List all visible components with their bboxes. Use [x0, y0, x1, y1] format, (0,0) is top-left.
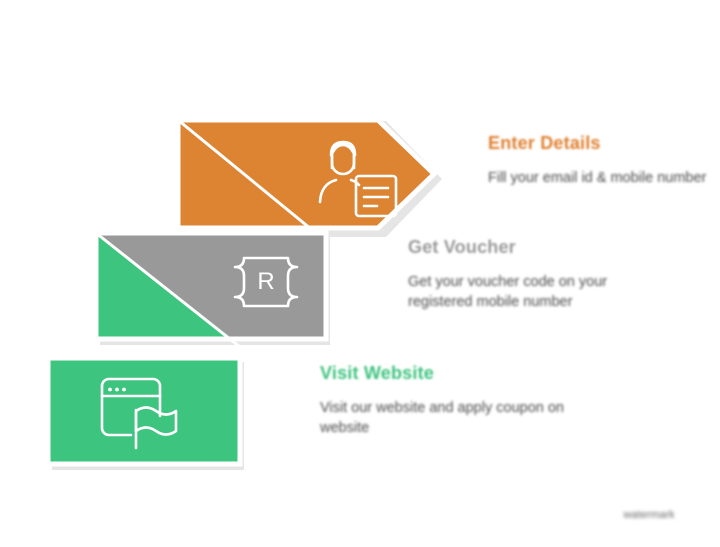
step-2-diagonal	[95, 231, 241, 349]
step-1-heading: Enter Details	[488, 133, 601, 153]
step-1-body	[178, 120, 434, 228]
voucher-letter: R	[257, 268, 274, 295]
step-2-text-block: Get Voucher Get your voucher code on you…	[408, 237, 648, 313]
step-1-shape[interactable]	[170, 112, 442, 240]
step-2-body-text: Get your voucher code on your registered…	[408, 273, 608, 311]
step-3-shape[interactable]	[40, 350, 248, 472]
step-1-body-text: Fill your email id & mobile number	[488, 169, 707, 186]
step-2-body	[96, 233, 326, 339]
step-3-text-block: Visit Website Visit our website and appl…	[320, 363, 570, 439]
person-form-icon	[318, 140, 398, 218]
step-1-frame	[175, 117, 438, 231]
footer-watermark: watermark	[623, 509, 675, 521]
step-1-text-block: Enter Details Fill your email id & mobil…	[488, 133, 708, 188]
step-1-diagonal	[177, 118, 323, 240]
voucher-rupee-icon: R	[233, 256, 299, 308]
step-3-body-text: Visit our website and apply coupon on we…	[320, 399, 564, 437]
step-3-frame	[45, 355, 243, 467]
step-2-heading: Get Voucher	[408, 237, 516, 257]
step-2-frame	[93, 230, 329, 342]
step-3-body	[48, 358, 240, 464]
browser-flag-icon	[100, 377, 178, 450]
step-3-heading: Visit Website	[320, 363, 434, 383]
step-2-shape[interactable]: R	[88, 225, 334, 349]
